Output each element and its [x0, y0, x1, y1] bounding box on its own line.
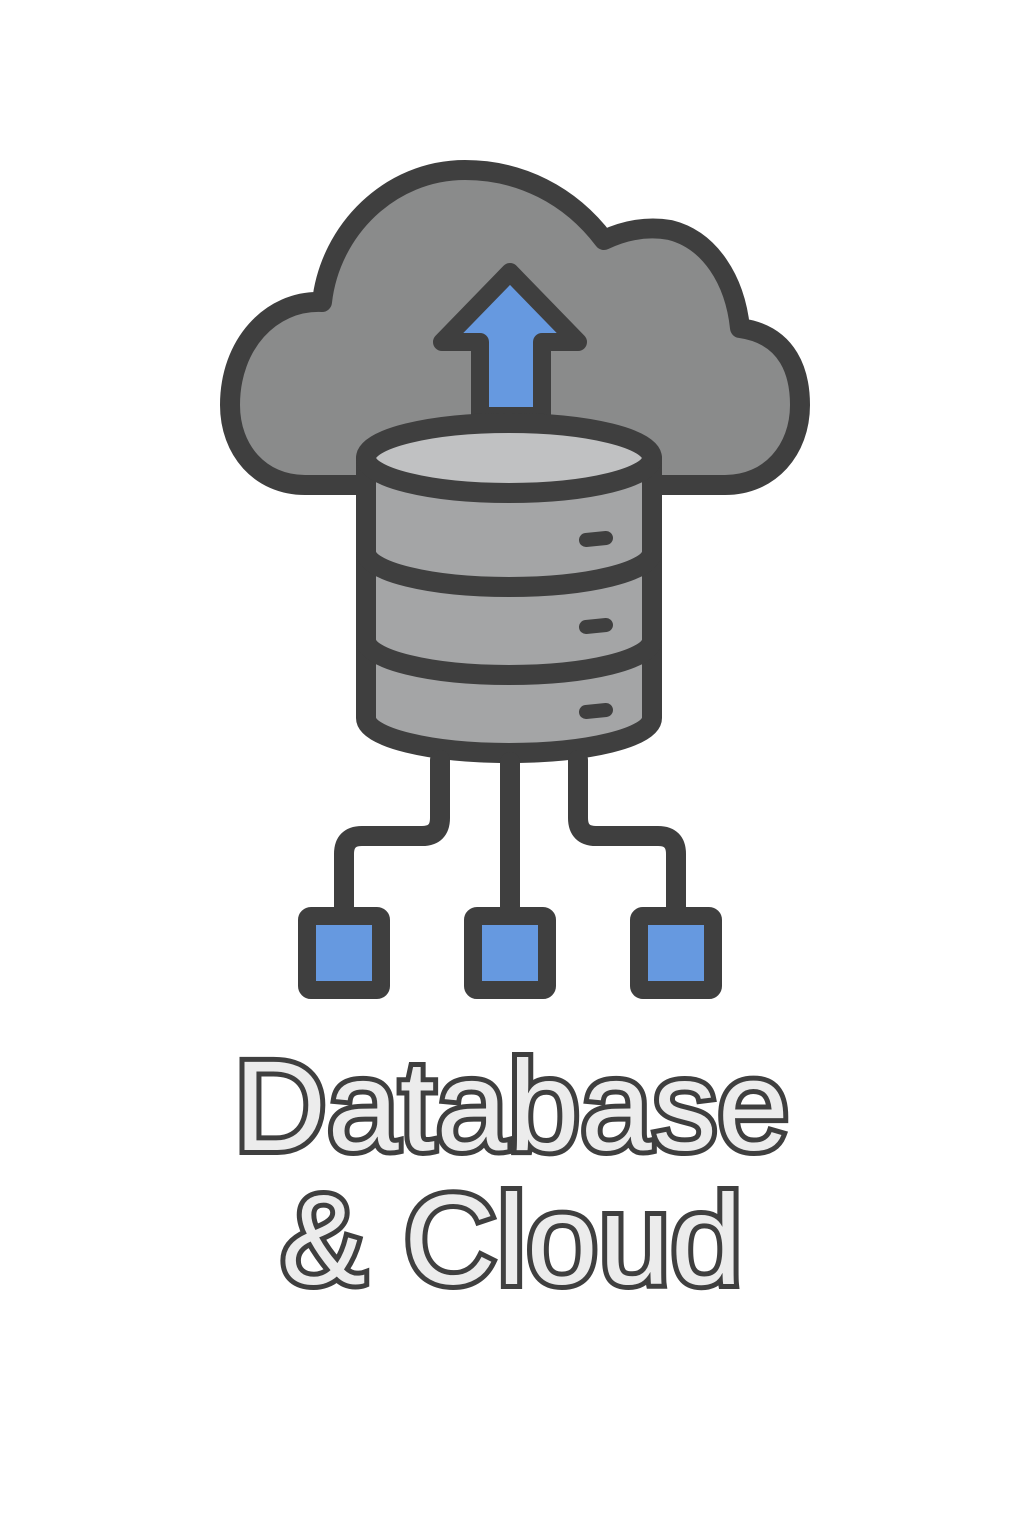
node-center — [464, 907, 556, 999]
caption-text: Database & Cloud — [0, 1035, 1024, 1313]
network-nodes-icon — [298, 750, 722, 999]
node-right — [630, 907, 722, 999]
caption-line-2: & Cloud — [276, 1169, 747, 1313]
node-left — [298, 907, 390, 999]
caption-line-1: Database — [229, 1035, 794, 1179]
database-cloud-illustration — [220, 160, 810, 999]
database-icon — [356, 413, 662, 763]
